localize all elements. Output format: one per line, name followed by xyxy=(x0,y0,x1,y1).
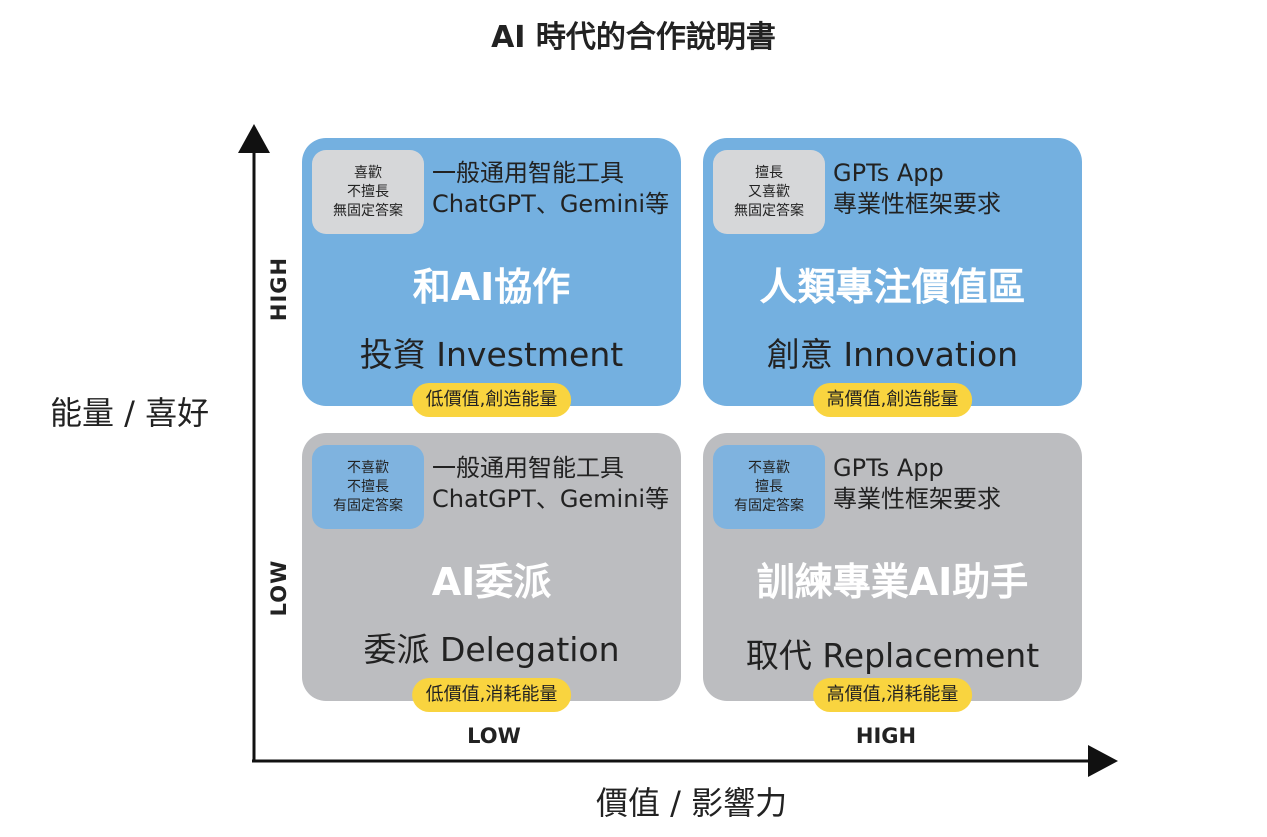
tools-line: 專業性框架要求 xyxy=(833,190,1001,218)
tag-line: 有固定答案 xyxy=(333,497,403,514)
quadrant-human-value: 擅長 又喜歡 無固定答案 GPTs App 專業性框架要求 人類專注價值區 創意… xyxy=(703,138,1082,417)
x-axis-low-label: LOW xyxy=(467,724,521,748)
y-axis-title: 能量 / 喜好 xyxy=(50,394,210,432)
x-axis-high-label: HIGH xyxy=(855,724,917,748)
quadrant-badge: 高價值,消耗能量 xyxy=(812,678,973,712)
tag-line: 不擅長 xyxy=(347,478,389,495)
quadrant-tools: GPTs App 專業性框架要求 xyxy=(833,453,1001,515)
quadrant-tag: 喜歡 不擅長 無固定答案 xyxy=(312,150,424,234)
quadrant-subtitle: 投資 Investment xyxy=(359,335,624,374)
tools-line: ChatGPT、Gemini等 xyxy=(432,190,670,218)
tag-line: 無固定答案 xyxy=(333,202,403,219)
tag-line: 不喜歡 xyxy=(347,459,389,476)
quadrant-title: 和AI協作 xyxy=(412,265,571,309)
tag-line: 不喜歡 xyxy=(748,459,790,476)
quadrant-badge: 高價值,創造能量 xyxy=(812,383,973,417)
tag-line: 不擅長 xyxy=(347,183,389,200)
tag-line: 擅長 xyxy=(755,478,783,495)
quadrant-collaborate: 喜歡 不擅長 無固定答案 一般通用智能工具 ChatGPT、Gemini等 和A… xyxy=(302,138,681,417)
tools-line: 一般通用智能工具 xyxy=(432,454,624,482)
tag-line: 又喜歡 xyxy=(748,183,790,200)
y-axis-high-label: HIGH xyxy=(267,256,291,322)
tools-line: GPTs App xyxy=(833,454,944,482)
quadrant-title: 人類專注價值區 xyxy=(759,265,1026,309)
quadrant-subtitle: 委派 Delegation xyxy=(363,630,620,669)
quadrant-tools: 一般通用智能工具 ChatGPT、Gemini等 xyxy=(432,453,669,515)
quadrant-badge: 低價值,創造能量 xyxy=(411,383,572,417)
tools-line: ChatGPT、Gemini等 xyxy=(432,485,670,513)
quadrant-train-assistant: 不喜歡 擅長 有固定答案 GPTs App 專業性框架要求 訓練專業AI助手 取… xyxy=(703,433,1082,712)
quadrant-tools: GPTs App 專業性框架要求 xyxy=(833,158,1001,220)
tag-line: 有固定答案 xyxy=(734,497,804,514)
x-axis-title: 價值 / 影響力 xyxy=(596,784,788,822)
x-axis-arrow xyxy=(1088,745,1118,777)
page-title: AI 時代的合作說明書 xyxy=(491,20,776,55)
quadrant-tag: 擅長 又喜歡 無固定答案 xyxy=(713,150,825,234)
quadrant-title: 訓練專業AI助手 xyxy=(756,560,1029,604)
tag-line: 擅長 xyxy=(755,164,783,181)
tools-line: 專業性框架要求 xyxy=(833,485,1001,513)
quadrant-tag: 不喜歡 擅長 有固定答案 xyxy=(713,445,825,529)
quadrant-subtitle: 取代 Replacement xyxy=(745,636,1040,675)
quadrant-subtitle: 創意 Innovation xyxy=(766,335,1019,374)
tools-line: 一般通用智能工具 xyxy=(432,159,624,187)
tag-line: 喜歡 xyxy=(354,164,382,181)
y-axis-arrow xyxy=(238,124,270,153)
quadrant-title: AI委派 xyxy=(431,560,552,604)
tools-line: GPTs App xyxy=(833,159,944,187)
quadrant-tools: 一般通用智能工具 ChatGPT、Gemini等 xyxy=(432,158,669,220)
y-axis-low-label: LOW xyxy=(267,559,291,617)
quadrant-delegate: 不喜歡 不擅長 有固定答案 一般通用智能工具 ChatGPT、Gemini等 A… xyxy=(302,433,681,712)
tag-line: 無固定答案 xyxy=(734,202,804,219)
quadrant-tag: 不喜歡 不擅長 有固定答案 xyxy=(312,445,424,529)
quadrant-badge: 低價值,消耗能量 xyxy=(411,678,572,712)
